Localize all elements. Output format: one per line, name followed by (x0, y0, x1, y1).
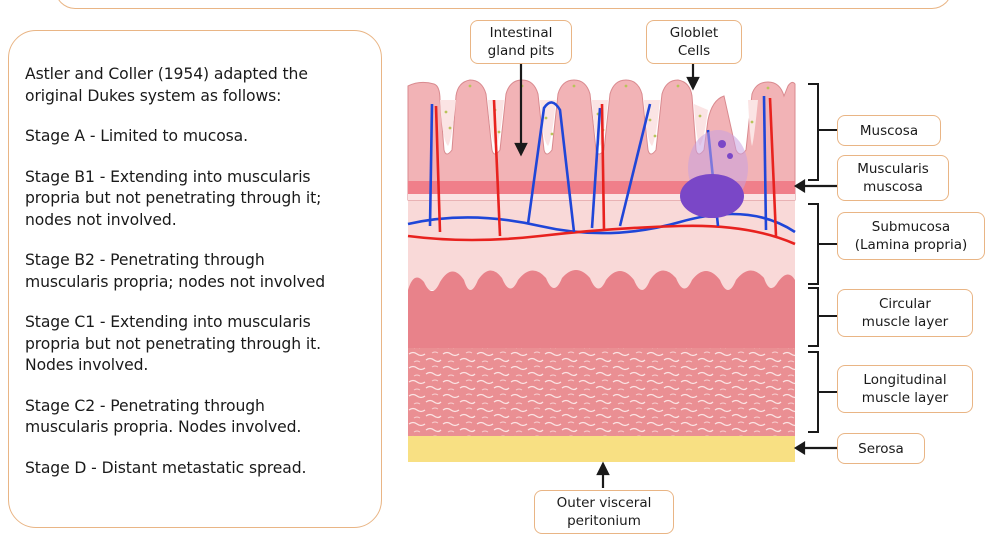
submucosa-bracket (808, 204, 818, 284)
label-longitudinal-muscle: Longitudinal muscle layer (837, 365, 973, 413)
label-circular-muscle: Circular muscle layer (837, 289, 973, 337)
label-muscularis-muscosa: Muscularis muscosa (837, 155, 949, 201)
label-intestinal-gland-pits: Intestinal gland pits (470, 20, 572, 64)
serosa-layer (408, 436, 795, 462)
longitudinal-muscle-layer (408, 348, 795, 436)
longitudinal-bracket (808, 352, 818, 432)
label-muscosa: Muscosa (837, 115, 941, 146)
layer-brackets (808, 84, 818, 432)
label-goblet-cells: Globlet Cells (646, 20, 742, 64)
label-outer-visceral-peritonium: Outer visceral peritonium (534, 490, 674, 534)
connector-lines (818, 130, 837, 392)
circular-bracket (808, 288, 818, 346)
label-serosa: Serosa (837, 433, 925, 464)
mucosa-bracket (808, 84, 818, 180)
label-submucosa: Submucosa (Lamina propria) (837, 212, 985, 260)
